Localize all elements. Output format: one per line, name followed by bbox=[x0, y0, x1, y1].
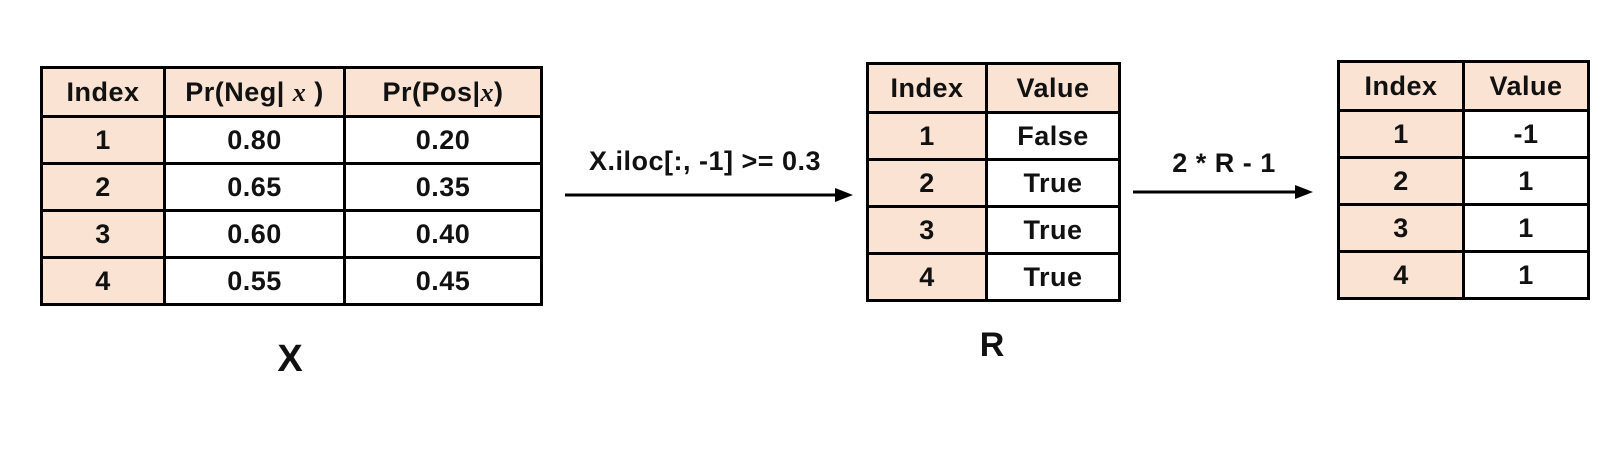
index-cell: 1 bbox=[866, 111, 988, 161]
pr-neg-prefix: Pr(Neg| bbox=[185, 76, 293, 107]
pr-pos-cell: 0.45 bbox=[343, 256, 543, 306]
pr-pos-suffix: ) bbox=[494, 76, 504, 107]
table-row: 3 True bbox=[866, 205, 1121, 255]
table-row: 3 1 bbox=[1337, 203, 1590, 253]
r-table: Index Value 1 False 2 True 3 True 4 True bbox=[866, 62, 1121, 302]
output-table-header-row: Index Value bbox=[1337, 60, 1590, 112]
value-cell: 1 bbox=[1462, 156, 1590, 206]
index-cell: 2 bbox=[866, 158, 988, 208]
output-table-header-index: Index bbox=[1337, 60, 1465, 112]
pr-neg-suffix: ) bbox=[306, 76, 324, 107]
value-cell: True bbox=[985, 158, 1121, 208]
r-table-header-value: Value bbox=[985, 62, 1121, 114]
value-cell: True bbox=[985, 252, 1121, 302]
pr-neg-cell: 0.80 bbox=[163, 115, 346, 165]
x-table: Index Pr(Neg| x ) Pr(Pos|x) 1 0.80 0.20 … bbox=[40, 66, 543, 306]
index-cell: 4 bbox=[40, 256, 166, 306]
table-row: 2 0.65 0.35 bbox=[40, 162, 543, 212]
index-cell: 2 bbox=[40, 162, 166, 212]
pr-pos-cell: 0.40 bbox=[343, 209, 543, 259]
x-table-header-pr-pos: Pr(Pos|x) bbox=[343, 66, 543, 118]
r-table-header-row: Index Value bbox=[866, 62, 1121, 114]
index-cell: 2 bbox=[1337, 156, 1465, 206]
index-cell: 4 bbox=[1337, 250, 1465, 300]
table-row: 2 1 bbox=[1337, 156, 1590, 206]
pr-neg-variable: x bbox=[292, 77, 307, 107]
x-table-label: X bbox=[277, 338, 303, 380]
output-table: Index Value 1 -1 2 1 3 1 4 1 bbox=[1337, 60, 1590, 300]
pr-neg-cell: 0.55 bbox=[163, 256, 346, 306]
table-row: 3 0.60 0.40 bbox=[40, 209, 543, 259]
x-table-header-index: Index bbox=[40, 66, 166, 118]
value-cell: -1 bbox=[1462, 109, 1590, 159]
transform-arrow-2-icon bbox=[1133, 185, 1313, 199]
pr-pos-prefix: Pr(Pos| bbox=[382, 76, 481, 107]
value-cell: 1 bbox=[1462, 203, 1590, 253]
pr-neg-cell: 0.60 bbox=[163, 209, 346, 259]
value-cell: False bbox=[985, 111, 1121, 161]
table-row: 4 0.55 0.45 bbox=[40, 256, 543, 306]
value-cell: True bbox=[985, 205, 1121, 255]
transform-arrow-1-icon bbox=[565, 188, 853, 202]
table-row: 1 -1 bbox=[1337, 109, 1590, 159]
x-table-header-pr-neg: Pr(Neg| x ) bbox=[163, 66, 346, 118]
table-row: 4 1 bbox=[1337, 250, 1590, 300]
x-table-header-row: Index Pr(Neg| x ) Pr(Pos|x) bbox=[40, 66, 543, 118]
index-cell: 4 bbox=[866, 252, 988, 302]
transform-1-label: X.iloc[:, -1] >= 0.3 bbox=[588, 146, 822, 176]
output-table-header-value: Value bbox=[1462, 60, 1590, 112]
pr-pos-cell: 0.20 bbox=[343, 115, 543, 165]
pr-pos-variable: x bbox=[480, 77, 495, 107]
table-row: 1 0.80 0.20 bbox=[40, 115, 543, 165]
table-row: 4 True bbox=[866, 252, 1121, 302]
index-cell: 3 bbox=[40, 209, 166, 259]
table-row: 1 False bbox=[866, 111, 1121, 161]
index-cell: 1 bbox=[40, 115, 166, 165]
pr-pos-cell: 0.35 bbox=[343, 162, 543, 212]
table-row: 2 True bbox=[866, 158, 1121, 208]
r-table-label: R bbox=[979, 326, 1005, 364]
value-cell: 1 bbox=[1462, 250, 1590, 300]
transform-2-label: 2 * R - 1 bbox=[1172, 148, 1276, 178]
r-table-header-index: Index bbox=[866, 62, 988, 114]
pr-neg-cell: 0.65 bbox=[163, 162, 346, 212]
index-cell: 1 bbox=[1337, 109, 1465, 159]
index-cell: 3 bbox=[1337, 203, 1465, 253]
index-cell: 3 bbox=[866, 205, 988, 255]
